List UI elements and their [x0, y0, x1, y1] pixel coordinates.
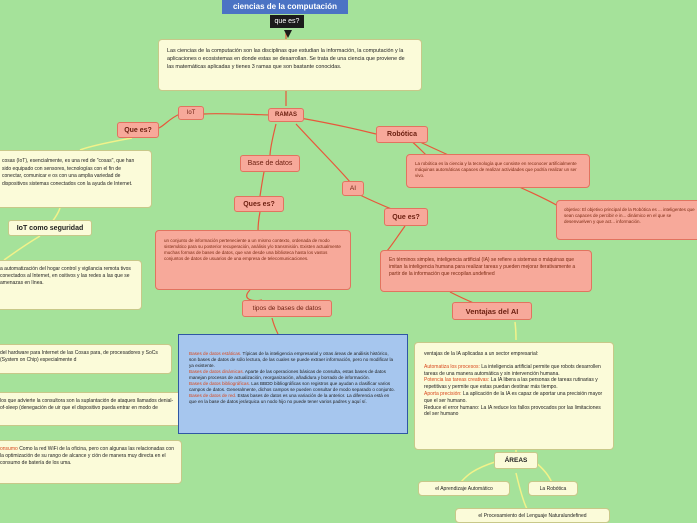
- database-type-item: Bases de datos bibliográficas. Las BBDD …: [189, 381, 395, 392]
- ai-advantages-note[interactable]: ventajas de la IA aplicadas a un sector …: [414, 342, 614, 450]
- iot-description-text: cosas (IoT), esencialmente, es una red d…: [2, 158, 135, 187]
- robotica-objective[interactable]: objetivo: El objetivo principal de la Ro…: [556, 200, 697, 240]
- database-type-item: Bases de datos estáticas. Típicas de la …: [189, 351, 394, 368]
- database-description-text: un conjunto de información perteneciente…: [164, 238, 341, 261]
- question-que-es[interactable]: que es?: [270, 15, 304, 28]
- base-de-datos-node[interactable]: Base de datos: [240, 155, 300, 172]
- database-question[interactable]: Ques es?: [234, 196, 284, 212]
- ai-node[interactable]: AI: [342, 181, 364, 196]
- robotica-description[interactable]: La robótica es la ciencia y la tecnologí…: [406, 154, 590, 188]
- ai-area-label: el Procesamiento del Lenguaje Naturalund…: [478, 513, 587, 519]
- database-type-item: Bases de datos dinámicas. Aparte de las …: [189, 369, 386, 380]
- database-description[interactable]: un conjunto de información perteneciente…: [155, 230, 351, 290]
- robotica-objective-text: objetivo: El objetivo principal de la Ro…: [564, 207, 695, 224]
- iot-consumo-text: Como la red WiFi de la oficina, pero con…: [0, 446, 174, 466]
- robotica-node[interactable]: Robótica: [376, 126, 428, 143]
- iot-consumo-note[interactable]: onsumo Como la red WiFi de la oficina, p…: [0, 440, 182, 484]
- database-types-box[interactable]: Bases de datos estáticas. Típicas de la …: [178, 334, 408, 434]
- iot-hardware-note[interactable]: del hardware para Internet de las Cosas …: [0, 344, 172, 374]
- ai-description[interactable]: En términos simples, inteligencia artifi…: [380, 250, 592, 292]
- ai-advantage-item: Automatiza los procesos: La inteligencia…: [424, 363, 601, 377]
- iot-question[interactable]: Que es?: [117, 122, 159, 138]
- iot-attack-note[interactable]: los que advierte la consultora son la su…: [0, 392, 182, 426]
- definition-note[interactable]: Las ciencias de la computación son las d…: [158, 39, 422, 91]
- root-title[interactable]: ciencias de la computación: [222, 0, 348, 14]
- ramas-node[interactable]: RAMAS: [268, 108, 304, 122]
- ai-advantage-item: Aporta precisión: La aplicación de la IA…: [424, 390, 603, 404]
- ai-area-item[interactable]: el Aprendizaje Automático: [418, 481, 510, 496]
- ai-advantages-intro: ventajas de la IA aplicadas a un sector …: [424, 351, 539, 357]
- ai-description-text: En términos simples, inteligencia artifi…: [389, 257, 576, 277]
- ai-area-item[interactable]: La Robótica: [528, 481, 578, 496]
- iot-security-title[interactable]: IoT como seguridad: [8, 220, 92, 236]
- ai-advantage-item: Reduce el error humano: La IA reduce los…: [424, 404, 601, 418]
- ai-area-label: La Robótica: [539, 486, 567, 492]
- ai-area-item[interactable]: el Procesamiento del Lenguaje Naturalund…: [455, 508, 610, 523]
- iot-description[interactable]: cosas (IoT), esencialmente, es una red d…: [0, 150, 152, 208]
- iot-consumo-label: onsumo: [0, 446, 18, 452]
- ai-question[interactable]: Que es?: [384, 208, 428, 226]
- arrow-down-icon: [284, 30, 292, 38]
- definition-text: Las ciencias de la computación son las d…: [167, 48, 405, 70]
- robotica-description-text: La robótica es la ciencia y la tecnologí…: [415, 161, 577, 178]
- database-types-node[interactable]: tipos de bases de datos: [242, 300, 332, 317]
- iot-security-text: a automatización del hogar control y vig…: [0, 266, 131, 286]
- ai-advantages-node[interactable]: Ventajas del AI: [452, 302, 532, 320]
- ai-advantage-item: Potencia las tareas creativas: La IA lib…: [424, 377, 598, 391]
- iot-attack-text: los que advierte la consultora son la su…: [0, 398, 174, 411]
- iot-node[interactable]: IoT: [178, 106, 204, 120]
- ai-areas-node[interactable]: ÁREAS: [494, 452, 538, 469]
- database-type-item: Bases de datos de red. Estas bases de da…: [189, 393, 390, 404]
- iot-security-note[interactable]: a automatización del hogar control y vig…: [0, 260, 142, 310]
- ai-area-label: el Aprendizaje Automático: [435, 486, 493, 492]
- iot-hardware-text: del hardware para Internet de las Cosas …: [0, 350, 158, 363]
